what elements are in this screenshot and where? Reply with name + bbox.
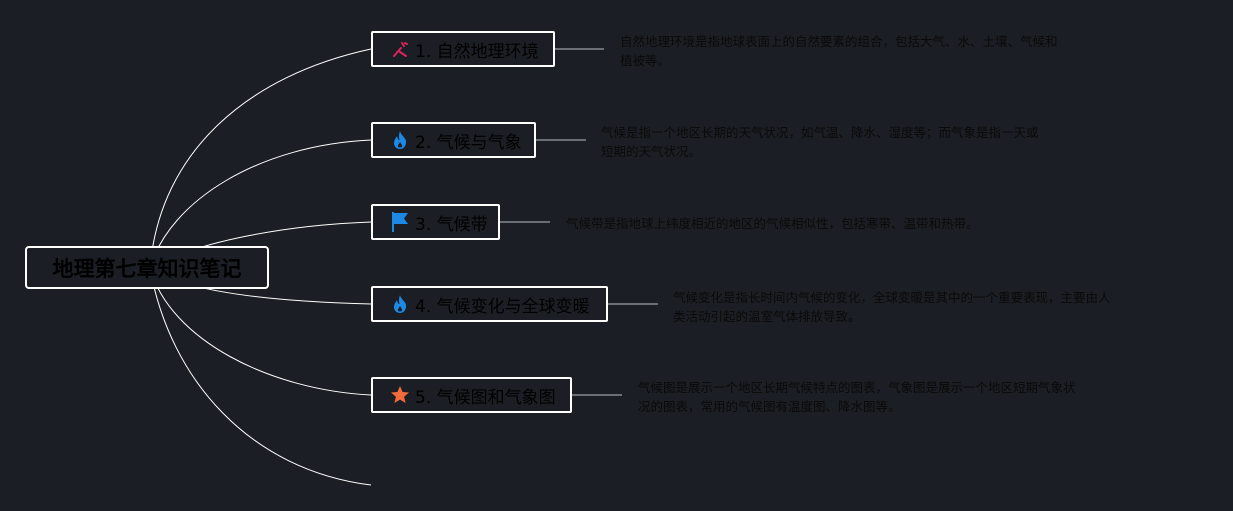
note-line: 气候是指一个地区长期的天气状况，如气温、降水、湿度等；而气象是指一天或 xyxy=(601,125,1039,140)
flag-icon xyxy=(390,211,410,233)
topic-climate-change[interactable]: 4. 气候变化与全球变暖 xyxy=(371,286,608,322)
topic-label: 2. 气候与气象 xyxy=(415,132,522,153)
note-line: 气候变化是指长时间内气候的变化，全球变暖是其中的一个重要表现，主要由人 xyxy=(673,290,1111,305)
branch-connector-2 xyxy=(149,139,372,269)
note-line: 植被等。 xyxy=(620,53,671,68)
flame-icon xyxy=(390,293,410,315)
flame-icon xyxy=(390,129,410,151)
note-natural-geography: 自然地理环境是指地球表面上的自然要素的组合，包括大气、水、土壤、气候和 植被等。 xyxy=(620,32,1058,70)
topic-climate-charts[interactable]: 5. 气候图和气象图 xyxy=(371,377,572,413)
note-climate-charts: 气候图是展示一个地区长期气候特点的图表，气象图是展示一个地区短期气象状 况的图表… xyxy=(638,378,1076,416)
note-climate-zones: 气候带是指地球上纬度相近的地区的气候相似性，包括寒带、温带和热带。 xyxy=(566,214,979,233)
topic-label: 3. 气候带 xyxy=(415,214,488,235)
branch-connector-5 xyxy=(149,267,372,396)
note-line: 气候带是指地球上纬度相近的地区的气候相似性，包括寒带、温带和热带。 xyxy=(566,216,979,231)
tools-icon xyxy=(390,38,410,60)
central-topic[interactable]: 地理第七章知识笔记 xyxy=(25,246,269,289)
topic-natural-geography[interactable]: 1. 自然地理环境 xyxy=(371,31,555,67)
note-line: 短期的天气状况。 xyxy=(601,144,702,159)
topic-climate-weather[interactable]: 2. 气候与气象 xyxy=(371,122,536,158)
note-line: 类活动引起的温室气体排放导致。 xyxy=(673,309,861,324)
topic-climate-zones[interactable]: 3. 气候带 xyxy=(371,204,500,240)
branch-connector-6 xyxy=(149,267,372,486)
note-climate-weather: 气候是指一个地区长期的天气状况，如气温、降水、湿度等；而气象是指一天或 短期的天… xyxy=(601,123,1039,161)
topic-label: 5. 气候图和气象图 xyxy=(415,387,556,408)
note-climate-change: 气候变化是指长时间内气候的变化，全球变暖是其中的一个重要表现，主要由人 类活动引… xyxy=(673,288,1111,326)
star-icon xyxy=(390,384,410,406)
topic-label: 4. 气候变化与全球变暖 xyxy=(415,296,590,317)
topic-label: 1. 自然地理环境 xyxy=(415,41,539,62)
note-line: 自然地理环境是指地球表面上的自然要素的组合，包括大气、水、土壤、气候和 xyxy=(620,34,1058,49)
note-line: 况的图表，常用的气候图有温度图、降水图等。 xyxy=(638,399,901,414)
branch-connector-1 xyxy=(149,48,372,269)
note-line: 气候图是展示一个地区长期气候特点的图表，气象图是展示一个地区短期气象状 xyxy=(638,380,1076,395)
